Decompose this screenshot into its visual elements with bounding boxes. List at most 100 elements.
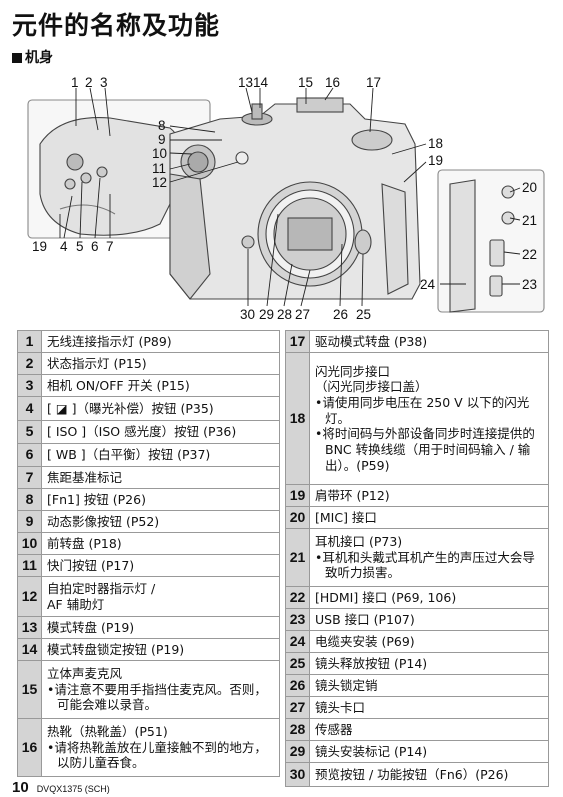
callout-30: 30 xyxy=(240,307,256,322)
callout-18: 18 xyxy=(428,136,444,151)
callout-10: 10 xyxy=(152,146,168,161)
callout-1: 1 xyxy=(71,75,79,90)
item-text: 闪光同步接口（闪光同步接口盖）•请使用同步电压在 250 V 以下的闪光灯。•将… xyxy=(309,352,549,485)
camera-illustration xyxy=(27,87,545,313)
callout-16: 16 xyxy=(325,75,341,90)
item-text: 镜头释放按钮 (P14) xyxy=(309,652,549,675)
item-number: 11 xyxy=(17,554,42,577)
item-text: 自拍定时器指示灯 /AF 辅助灯 xyxy=(41,576,280,617)
item-note: •请将热靴盖放在儿童接触不到的地方，以防儿童吞食。 xyxy=(47,739,267,771)
callout-12: 12 xyxy=(152,175,168,190)
table-row: 8[Fn1] 按钮 (P26) xyxy=(17,488,280,511)
table-row: 6[ WB ]（白平衡）按钮 (P37) xyxy=(17,443,280,467)
callout-27: 27 xyxy=(295,307,311,322)
section-heading: 机身 xyxy=(12,47,53,67)
callout-9: 9 xyxy=(158,132,166,147)
item-text: 传感器 xyxy=(309,718,549,741)
item-number: 9 xyxy=(17,510,42,533)
item-note: •将时间码与外部设备同步时连接提供的 BNC 转换线缆（用于时间码输入 / 输出… xyxy=(315,426,535,473)
item-number: 14 xyxy=(17,638,42,661)
callout-28: 28 xyxy=(277,307,293,322)
item-line: AF 辅助灯 xyxy=(47,596,105,612)
callout-14: 14 xyxy=(253,75,269,90)
item-number: 13 xyxy=(17,616,42,639)
page-number: 10 xyxy=(12,779,29,796)
item-line: 自拍定时器指示灯 / xyxy=(47,580,156,596)
callout-20: 20 xyxy=(522,180,538,195)
callout-15: 15 xyxy=(298,75,314,90)
item-number: 10 xyxy=(17,532,42,555)
item-text: 肩带环 (P12) xyxy=(309,484,549,507)
page-footer: 10 DVQX1375 (SCH) xyxy=(12,779,110,797)
item-number: 1 xyxy=(17,330,42,353)
callout-19-top: 19 xyxy=(428,153,444,168)
item-text: [ ◪ ]（曝光补偿）按钮 (P35) xyxy=(41,396,280,421)
item-text: 热靴（热靴盖）(P51)•请将热靴盖放在儿童接触不到的地方，以防儿童吞食。 xyxy=(41,718,280,777)
table-row: 4[ ◪ ]（曝光补偿）按钮 (P35) xyxy=(17,396,280,421)
item-text: 模式转盘锁定按钮 (P19) xyxy=(41,638,280,661)
item-number: 6 xyxy=(17,443,42,467)
table-row: 20[MIC] 接口 xyxy=(285,506,549,529)
item-number: 7 xyxy=(17,466,42,489)
item-number: 5 xyxy=(17,420,42,444)
callout-29: 29 xyxy=(259,307,275,322)
table-row: 22[HDMI] 接口 (P69, 106) xyxy=(285,586,549,609)
item-text: 电缆夹安装 (P69) xyxy=(309,630,549,653)
callout-2: 2 xyxy=(85,75,93,90)
item-text: 焦距基准标记 xyxy=(41,466,280,489)
callout-17: 17 xyxy=(366,75,382,90)
item-text: 无线连接指示灯 (P89) xyxy=(41,330,280,353)
item-number: 2 xyxy=(17,352,42,375)
item-text: [Fn1] 按钮 (P26) xyxy=(41,488,280,511)
item-note: •耳机和头戴式耳机产生的声压过大会导致听力损害。 xyxy=(315,549,535,581)
square-bullet-icon xyxy=(12,53,22,63)
callout-7: 7 xyxy=(106,239,114,254)
item-text: 状态指示灯 (P15) xyxy=(41,352,280,375)
callout-25: 25 xyxy=(356,307,372,322)
item-text: 驱动模式转盘 (P38) xyxy=(309,330,549,353)
callout-22: 22 xyxy=(522,247,538,262)
item-text: 镜头卡口 xyxy=(309,696,549,719)
camera-diagram: 1 2 3 8 9 10 11 12 13 14 15 16 17 18 19 … xyxy=(20,74,550,324)
item-text: [ ISO ]（ISO 感光度）按钮 (P36) xyxy=(41,420,280,444)
item-text: 快门按钮 (P17) xyxy=(41,554,280,577)
callout-23: 23 xyxy=(522,277,538,292)
item-number: 3 xyxy=(17,374,42,397)
item-number: 4 xyxy=(17,396,42,421)
item-number: 30 xyxy=(285,762,310,787)
item-text: [ WB ]（白平衡）按钮 (P37) xyxy=(41,443,280,467)
document-code: DVQX1375 (SCH) xyxy=(36,784,110,794)
item-text: 预览按钮 / 功能按钮（Fn6）(P26) xyxy=(309,762,549,787)
callout-19-left: 19 xyxy=(32,239,48,254)
item-number: 23 xyxy=(285,608,310,631)
callout-24: 24 xyxy=(420,277,436,292)
item-number: 25 xyxy=(285,652,310,675)
item-note: •请使用同步电压在 250 V 以下的闪光灯。 xyxy=(315,395,530,426)
item-heading: 耳机接口 (P73) xyxy=(315,534,403,550)
page-title: 元件的名称及功能 xyxy=(12,11,221,40)
item-subheading: （闪光同步接口盖） xyxy=(315,379,428,395)
item-number: 27 xyxy=(285,696,310,719)
item-number: 22 xyxy=(285,586,310,609)
item-number: 16 xyxy=(17,718,42,777)
item-heading: 闪光同步接口 xyxy=(315,363,391,379)
